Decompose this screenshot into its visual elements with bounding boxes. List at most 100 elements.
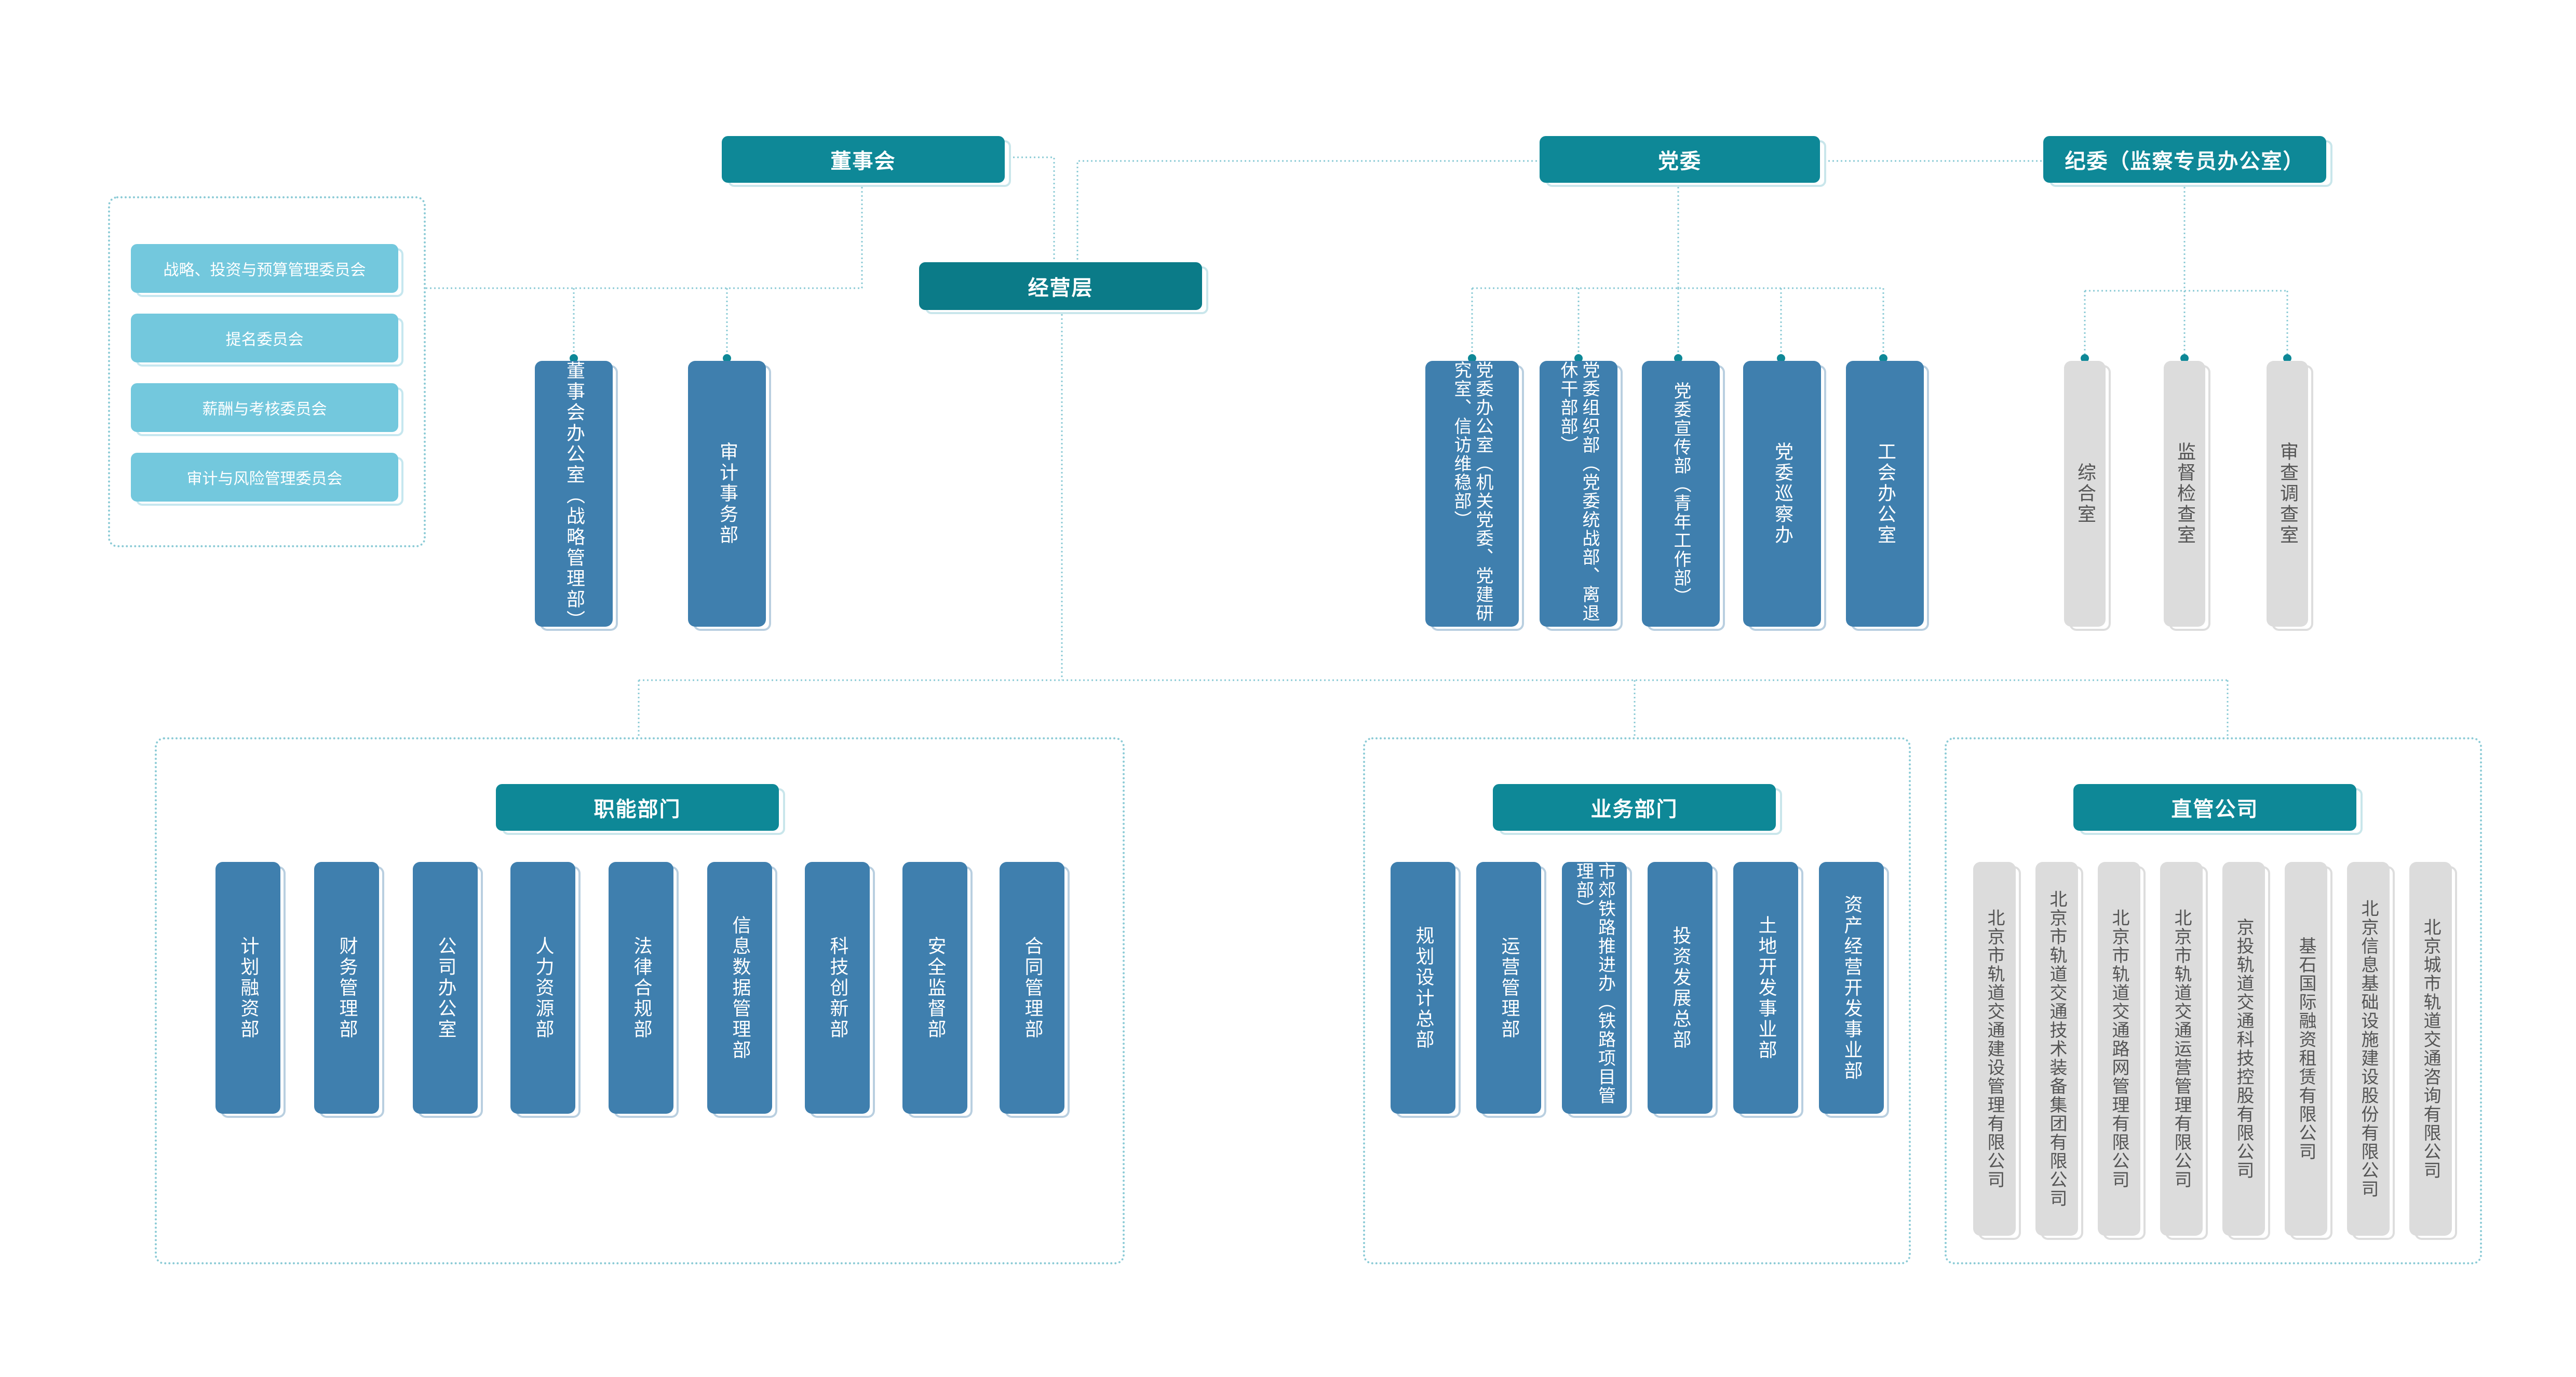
functional-label: 职能部门 (594, 798, 681, 821)
connector-dot (2283, 354, 2291, 362)
subsidiary-unit-label: 基石国际融资租赁有限公司 (2296, 937, 2316, 1161)
party-unit-label: 党委办公室（机关党委、党建研究室、信访维稳部） (1451, 361, 1493, 623)
committee-item: 薪酬与考核委员会 (131, 383, 398, 432)
functional-unit: 法律合规部 (609, 862, 673, 1114)
board-unit: 董事会办公室（战略管理部） (535, 361, 613, 631)
party-label: 党委 (1658, 150, 1702, 173)
board-label: 董事会 (830, 150, 896, 173)
board-header: 董事会 (722, 136, 1005, 183)
board-unit-label: 审计事务部 (717, 442, 738, 546)
party-unit-label: 党委宣传部（青年工作部） (1670, 382, 1691, 606)
subsidiary-unit-label: 京投轨道交通科技控股有限公司 (2233, 918, 2254, 1180)
functional-unit-label: 公司办公室 (435, 936, 456, 1040)
functional-unit: 计划融资部 (215, 862, 280, 1114)
committee-label: 战略、投资与预算管理委员会 (163, 261, 366, 279)
subsidiary-unit: 北京市轨道交通建设管理有限公司 (1973, 862, 2016, 1236)
discipline-label: 纪委（监察专员办公室） (2065, 150, 2305, 173)
functional-unit-label: 人力资源部 (532, 936, 554, 1040)
business-unit: 运营管理部 (1476, 862, 1541, 1114)
business-label: 业务部门 (1590, 798, 1678, 821)
discipline-unit-label: 审查调查室 (2277, 442, 2298, 546)
functional-unit-label: 法律合规部 (630, 936, 652, 1040)
functional-unit-label: 安全监督部 (924, 936, 946, 1040)
discipline-unit: 综合室 (2064, 361, 2106, 627)
subsidiary-unit: 北京市轨道交通路网管理有限公司 (2098, 862, 2140, 1236)
party-unit: 党委办公室（机关党委、党建研究室、信访维稳部） (1425, 361, 1519, 627)
subsidiary-unit: 北京市轨道交通运营管理有限公司 (2160, 862, 2203, 1236)
functional-unit: 安全监督部 (902, 862, 967, 1114)
party-header: 党委 (1540, 136, 1820, 183)
functional-unit: 信息数据管理部 (707, 862, 772, 1114)
subsidiary-unit-label: 北京市轨道交通路网管理有限公司 (2109, 909, 2129, 1189)
party-unit-label: 党委巡察办 (1772, 442, 1793, 546)
connector-dot (1468, 354, 1476, 362)
business-unit-label: 土地开发事业部 (1755, 915, 1777, 1061)
discipline-unit-label: 监督检查室 (2174, 442, 2195, 546)
party-unit: 党委巡察办 (1743, 361, 1821, 627)
subsidiary-unit-label: 北京市轨道交通运营管理有限公司 (2171, 909, 2192, 1189)
business-unit-label: 运营管理部 (1498, 936, 1520, 1040)
connector-dot (723, 354, 731, 362)
committee-label: 薪酬与考核委员会 (202, 400, 327, 419)
party-unit: 工会办公室 (1846, 361, 1924, 627)
connector-dot (570, 354, 578, 362)
business-unit-label: 规划设计总部 (1412, 925, 1434, 1050)
business-header: 业务部门 (1493, 784, 1776, 831)
connector-dot (1777, 354, 1785, 362)
business-unit-label: 投资发展总部 (1669, 925, 1691, 1050)
subsidiary-unit: 北京市轨道交通技术装备集团有限公司 (2035, 862, 2078, 1236)
subsidiary-unit-label: 北京城市轨道交通咨询有限公司 (2420, 918, 2441, 1180)
discipline-unit: 监督检查室 (2164, 361, 2205, 627)
committee-label: 提名委员会 (225, 331, 304, 349)
management-header: 经营层 (919, 262, 1202, 310)
business-unit: 资产经营开发事业部 (1819, 862, 1884, 1114)
committee-label: 审计与风险管理委员会 (186, 470, 343, 488)
management-label: 经营层 (1028, 276, 1094, 300)
discipline-unit-label: 综合室 (2074, 463, 2096, 525)
subsidiary-unit-label: 北京市轨道交通建设管理有限公司 (1984, 909, 2005, 1189)
subsidiary-unit-label: 北京市轨道交通技术装备集团有限公司 (2046, 890, 2067, 1208)
functional-unit: 合同管理部 (1000, 862, 1064, 1114)
functional-unit: 人力资源部 (510, 862, 575, 1114)
functional-unit-label: 合同管理部 (1021, 936, 1043, 1040)
business-unit-label: 资产经营开发事业部 (1841, 894, 1863, 1082)
subsidiaries-label: 直管公司 (2171, 798, 2259, 821)
board-unit-label: 董事会办公室（战略管理部） (563, 361, 585, 631)
subsidiary-unit: 北京城市轨道交通咨询有限公司 (2409, 862, 2452, 1236)
functional-unit-label: 财务管理部 (336, 936, 358, 1040)
subsidiary-unit: 北京信息基础设施建设股份有限公司 (2347, 862, 2390, 1236)
business-unit: 投资发展总部 (1648, 862, 1712, 1114)
committee-item: 审计与风险管理委员会 (131, 453, 398, 502)
party-unit: 党委组织部（党委统战部、离退休干部部） (1540, 361, 1617, 627)
functional-unit: 公司办公室 (413, 862, 478, 1114)
functional-unit: 科技创新部 (805, 862, 870, 1114)
connector-dot (1879, 354, 1887, 362)
party-unit-label: 工会办公室 (1874, 442, 1896, 546)
party-unit-label: 党委组织部（党委统战部、离退休干部部） (1557, 361, 1600, 623)
functional-unit-label: 信息数据管理部 (729, 915, 751, 1061)
discipline-unit: 审查调查室 (2267, 361, 2308, 627)
connector-dot (2180, 354, 2189, 362)
subsidiaries-header: 直管公司 (2073, 784, 2356, 831)
business-unit: 规划设计总部 (1391, 862, 1455, 1114)
subsidiary-unit: 基石国际融资租赁有限公司 (2285, 862, 2327, 1236)
subsidiary-unit: 京投轨道交通科技控股有限公司 (2222, 862, 2265, 1236)
discipline-header: 纪委（监察专员办公室） (2043, 136, 2326, 183)
functional-unit: 财务管理部 (314, 862, 379, 1114)
functional-header: 职能部门 (496, 784, 779, 831)
business-unit: 市郊铁路推进办（铁路项目管理部） (1562, 862, 1627, 1114)
connector-dot (2081, 354, 2089, 362)
committee-item: 战略、投资与预算管理委员会 (131, 244, 398, 293)
party-unit: 党委宣传部（青年工作部） (1642, 361, 1720, 627)
connector-dot (1574, 354, 1583, 362)
functional-unit-label: 科技创新部 (827, 936, 848, 1040)
business-unit-label: 市郊铁路推进办（铁路项目管理部） (1573, 862, 1616, 1105)
connector-dot (1674, 354, 1682, 362)
subsidiary-unit-label: 北京信息基础设施建设股份有限公司 (2358, 899, 2379, 1198)
functional-unit-label: 计划融资部 (237, 936, 259, 1040)
board-unit: 审计事务部 (688, 361, 766, 627)
business-unit: 土地开发事业部 (1733, 862, 1798, 1114)
committee-item: 提名委员会 (131, 314, 398, 362)
